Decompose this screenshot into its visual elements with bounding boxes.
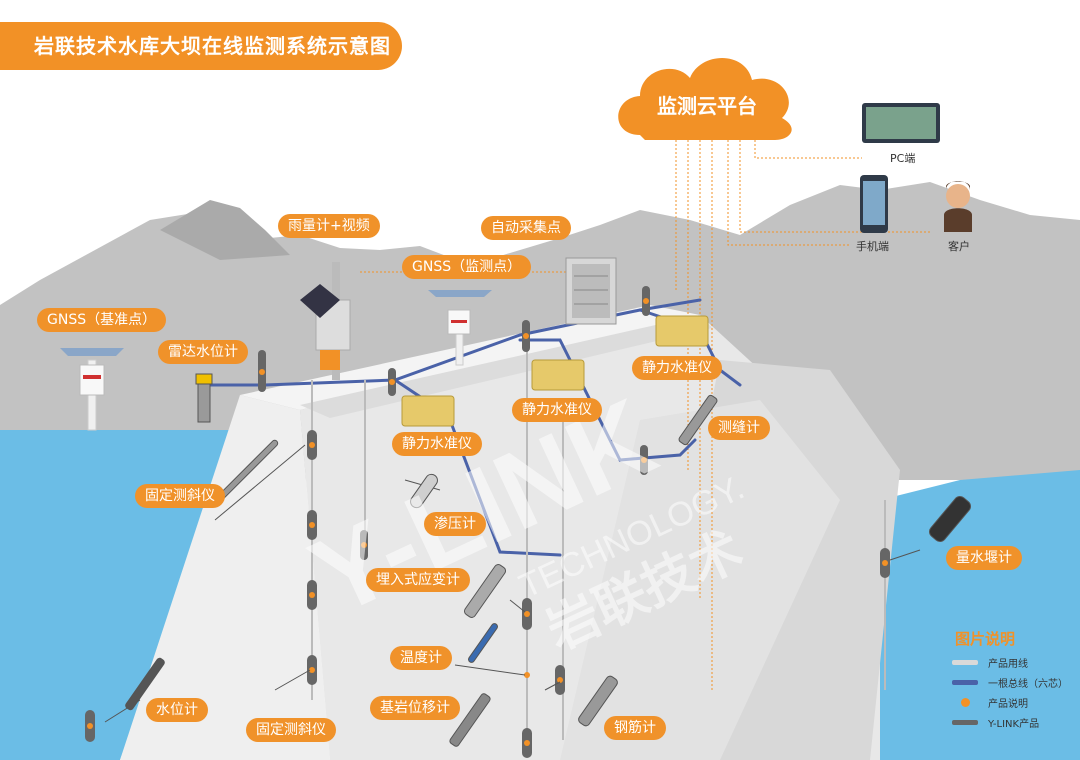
legend-item-label: 一根总线（六芯）	[988, 679, 1068, 690]
dam-crest	[240, 305, 700, 410]
label-joint-meter: 测缝计	[708, 416, 770, 440]
label-gnss-base: GNSS（基准点）	[37, 308, 167, 332]
label-hydrostatic-3: 静力水准仪	[632, 356, 722, 380]
downstream-water	[880, 470, 1080, 760]
phone-label: 手机端	[856, 240, 889, 253]
label-hydrostatic-1: 静力水准仪	[392, 432, 482, 456]
label-thermometer: 温度计	[390, 646, 452, 670]
label-gnss-monitor: GNSS（监测点）	[402, 255, 532, 279]
customer-label: 客户	[948, 240, 970, 253]
customer-icon	[944, 181, 972, 232]
gnss-monitor-station	[428, 290, 492, 366]
sensor-dots	[87, 298, 888, 746]
label-rain-video: 雨量计+视频	[278, 214, 380, 238]
label-hydrostatic-2: 静力水准仪	[512, 398, 602, 422]
label-weir-meter: 量水堰计	[946, 546, 1022, 570]
legend-item-label: Y-LINK产品	[988, 719, 1040, 730]
monitor-icon	[862, 103, 940, 143]
mountain-ridge-back	[160, 200, 290, 260]
label-water-level: 水位计	[146, 698, 208, 722]
legend-line-swatch	[952, 660, 978, 665]
legend-item-label: 产品用线	[988, 659, 1028, 670]
hydrostatic-boxes	[401, 315, 709, 427]
label-fixed-inclinometer-1: 固定测斜仪	[135, 484, 225, 508]
legend-line-swatch	[952, 680, 978, 685]
pc-label: PC端	[890, 152, 916, 165]
phone-icon	[860, 175, 888, 233]
legend-title: 图片说明	[955, 630, 1016, 648]
cloud-shape	[618, 58, 792, 140]
legend-dot-swatch	[961, 698, 970, 707]
rain-video-tower	[300, 262, 351, 380]
label-piezometer: 渗压计	[424, 512, 486, 536]
gnss-base-station	[60, 348, 124, 431]
instrument-drawings	[125, 373, 972, 747]
label-auto-collect: 自动采集点	[481, 216, 571, 240]
dam-road	[300, 315, 712, 418]
legend-item-label: 产品说明	[988, 699, 1028, 710]
collector-cabinet	[565, 257, 617, 325]
label-rebar-meter: 钢筋计	[604, 716, 666, 740]
label-strain-gauge: 埋入式应变计	[366, 568, 470, 592]
legend-line-swatch	[952, 720, 978, 725]
label-radar-level: 雷达水位计	[158, 340, 248, 364]
label-bedrock-disp: 基岩位移计	[370, 696, 460, 720]
reservoir-water	[0, 430, 250, 580]
page-title: 岩联技术水库大坝在线监测系统示意图	[0, 22, 402, 70]
dam-upstream-face	[120, 395, 330, 760]
reservoir-water-lower	[0, 580, 185, 760]
label-fixed-inclinometer-2: 固定测斜仪	[246, 718, 336, 742]
cloud-platform-label: 监测云平台	[657, 94, 757, 118]
